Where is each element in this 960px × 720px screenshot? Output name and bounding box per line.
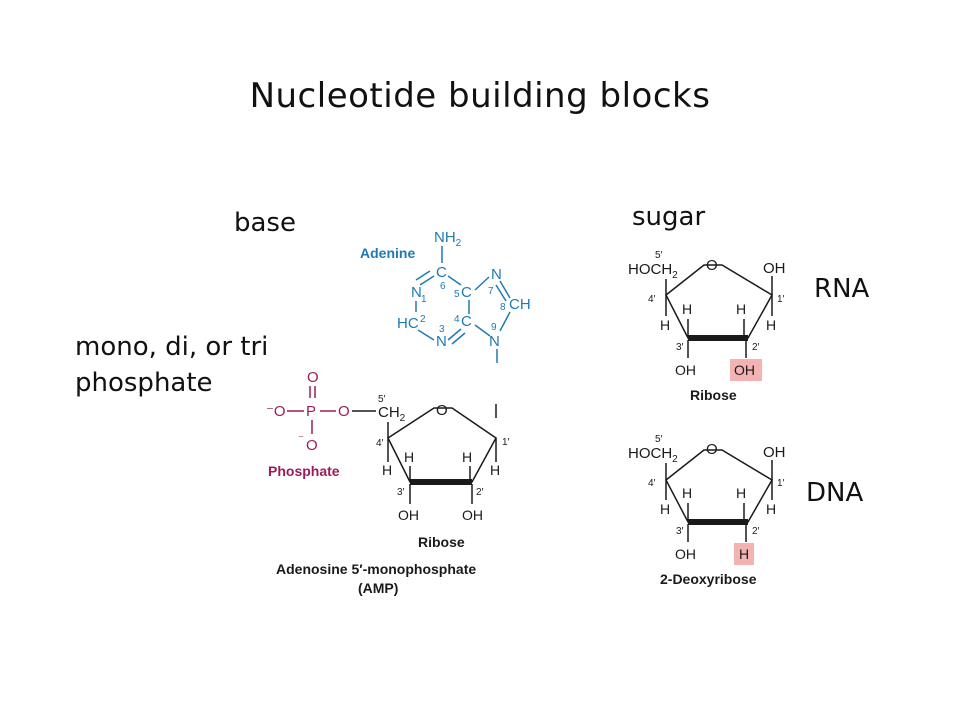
deoxyribose-2prime-highlight (734, 543, 754, 565)
slide-title: Nucleotide building blocks (249, 76, 711, 116)
svg-text:H: H (682, 301, 692, 317)
svg-text:OH: OH (763, 260, 786, 277)
svg-text:H: H (660, 501, 670, 517)
svg-text:CH2: CH2 (378, 404, 406, 424)
amp-caption-line2: (AMP) (358, 580, 398, 596)
adenine-c6: C (436, 264, 447, 281)
amp-ribose: 5′ CH2 4′ O 1′ H H H H 3′ 2′ OH OH Ribos… (276, 394, 510, 596)
svg-text:4′: 4′ (648, 478, 656, 489)
amp-caption-line1: Adenosine 5′-monophosphate (276, 561, 476, 577)
adenine-c2: HC (397, 315, 419, 332)
adenine-num-1: 1 (421, 294, 427, 305)
adenine-c5: C (461, 284, 472, 301)
svg-text:2′: 2′ (752, 342, 760, 353)
sugar-label: sugar (632, 202, 706, 232)
svg-text:O: O (436, 402, 448, 419)
svg-text:5′: 5′ (655, 250, 663, 261)
svg-text:4′: 4′ (648, 294, 656, 305)
adenine-n1: N (411, 284, 422, 301)
phosphate-p: P (306, 403, 316, 420)
svg-text:HOCH2: HOCH2 (628, 445, 678, 465)
ribose-structure: 5′ HOCH2 4′ O OH 1′ H H H H 3′ 2′ OH OH (628, 250, 786, 403)
ribose-2prime-group: OH (734, 362, 755, 378)
svg-text:H: H (682, 485, 692, 501)
svg-text:4′: 4′ (376, 438, 384, 449)
adenine-num-6: 6 (440, 281, 446, 292)
svg-text:OH: OH (675, 362, 696, 378)
svg-text:H: H (736, 485, 746, 501)
svg-text:3′: 3′ (676, 342, 684, 353)
svg-text:1′: 1′ (777, 478, 785, 489)
svg-text:OH: OH (763, 444, 786, 461)
phosphate-o-top: O (307, 369, 319, 386)
svg-text:1′: 1′ (502, 437, 510, 448)
rna-label: RNA (814, 274, 870, 304)
phosphate-o-minus: ⁻O (266, 403, 286, 420)
adenine-n9: N (489, 333, 500, 350)
adenine-num-4: 4 (454, 314, 460, 325)
base-label: base (234, 208, 296, 238)
svg-text:H: H (766, 317, 776, 333)
amp-ribose-label: Ribose (418, 534, 465, 550)
phosphate-group: O ⁻O P O O ⁻ Phosphate (266, 369, 350, 479)
adenine-name: Adenine (360, 245, 415, 261)
phosphate-o-bottom: O (306, 437, 318, 454)
adenine-n3: N (436, 333, 447, 350)
phosphate-label-line1: mono, di, or tri (75, 332, 269, 362)
deoxyribose-2prime-group: H (739, 546, 749, 562)
ribose-label: Ribose (690, 387, 737, 403)
phosphate-o-ester: O (338, 403, 350, 420)
svg-text:5′: 5′ (655, 434, 663, 445)
adenine-num-5: 5 (454, 289, 460, 300)
phosphate-label-line2: phosphate (75, 368, 213, 398)
dna-label: DNA (806, 478, 864, 508)
svg-text:H: H (660, 317, 670, 333)
adenine-bonds (415, 270, 511, 363)
svg-text:H: H (404, 449, 414, 465)
adenine-c4: C (461, 313, 472, 330)
svg-text:OH: OH (675, 546, 696, 562)
svg-text:1′: 1′ (777, 294, 785, 305)
svg-text:⁻: ⁻ (298, 433, 304, 445)
svg-text:OH: OH (398, 507, 419, 523)
svg-text:3′: 3′ (676, 526, 684, 537)
svg-text:H: H (766, 501, 776, 517)
adenine-num-9: 9 (491, 322, 497, 333)
deoxyribose-label: 2-Deoxyribose (660, 571, 757, 587)
svg-text:H: H (462, 449, 472, 465)
adenine-amine: NH2 (434, 229, 462, 249)
svg-text:2′: 2′ (752, 526, 760, 537)
adenine-structure: Adenine NH2 C 6 N 1 C 5 N 7 CH 8 HC 2 C … (360, 229, 531, 363)
adenine-n7: N (491, 266, 502, 283)
deoxyribose-structure: 5′ HOCH2 4′ O OH 1′ H H H H 3′ 2′ OH H (628, 434, 786, 587)
adenine-num-7: 7 (488, 286, 494, 297)
adenine-num-2: 2 (420, 314, 426, 325)
svg-text:HOCH2: HOCH2 (628, 261, 678, 281)
svg-text:5′: 5′ (378, 394, 386, 405)
phosphate-label: Phosphate (268, 463, 340, 479)
svg-text:H: H (736, 301, 746, 317)
adenine-num-3: 3 (439, 324, 445, 335)
adenine-c8: CH (509, 296, 531, 313)
adenine-num-8: 8 (500, 302, 506, 313)
ribose-2prime-highlight (730, 359, 762, 381)
svg-text:2′: 2′ (476, 487, 484, 498)
svg-text:3′: 3′ (397, 487, 405, 498)
svg-text:OH: OH (462, 507, 483, 523)
svg-text:H: H (490, 462, 500, 478)
svg-text:H: H (382, 462, 392, 478)
